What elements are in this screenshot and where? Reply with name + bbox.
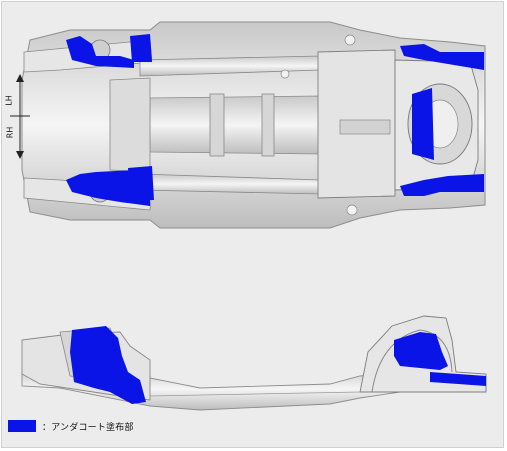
coating-front-rh-2: [128, 166, 154, 200]
rear-floor-plug-2: [344, 34, 356, 46]
underfloor-line: [149, 391, 361, 397]
coating-side-rear-mark: [406, 342, 414, 350]
coating-front-lh-2: [130, 34, 152, 62]
tunnel-crossmember-2: [261, 93, 275, 157]
tunnel-crossmember-1: [209, 93, 225, 157]
coating-side-front: [70, 326, 146, 404]
coating-rear-rh: [400, 174, 484, 196]
rear-floor-plug-3: [346, 204, 358, 216]
coating-front-lh: [66, 36, 134, 68]
rear-wheelhouse-arch: [371, 329, 453, 393]
rear-floor-plug-1: [280, 69, 290, 79]
orientation-arrow-head-down: [16, 151, 24, 159]
legend-label: ：アンダコート塗布部: [42, 422, 134, 433]
legend: ：アンダコート塗布部: [8, 418, 134, 434]
legend-swatch: [8, 420, 36, 432]
coating-spare-well: [412, 88, 434, 160]
coating-side-rear-wheelhouse: [394, 332, 448, 370]
orientation-arrow-head-up: [16, 74, 24, 82]
coating-side-rear-strip: [430, 372, 486, 386]
rear-floor-crossmember: [339, 119, 391, 135]
coating-rear-lh: [400, 44, 484, 70]
